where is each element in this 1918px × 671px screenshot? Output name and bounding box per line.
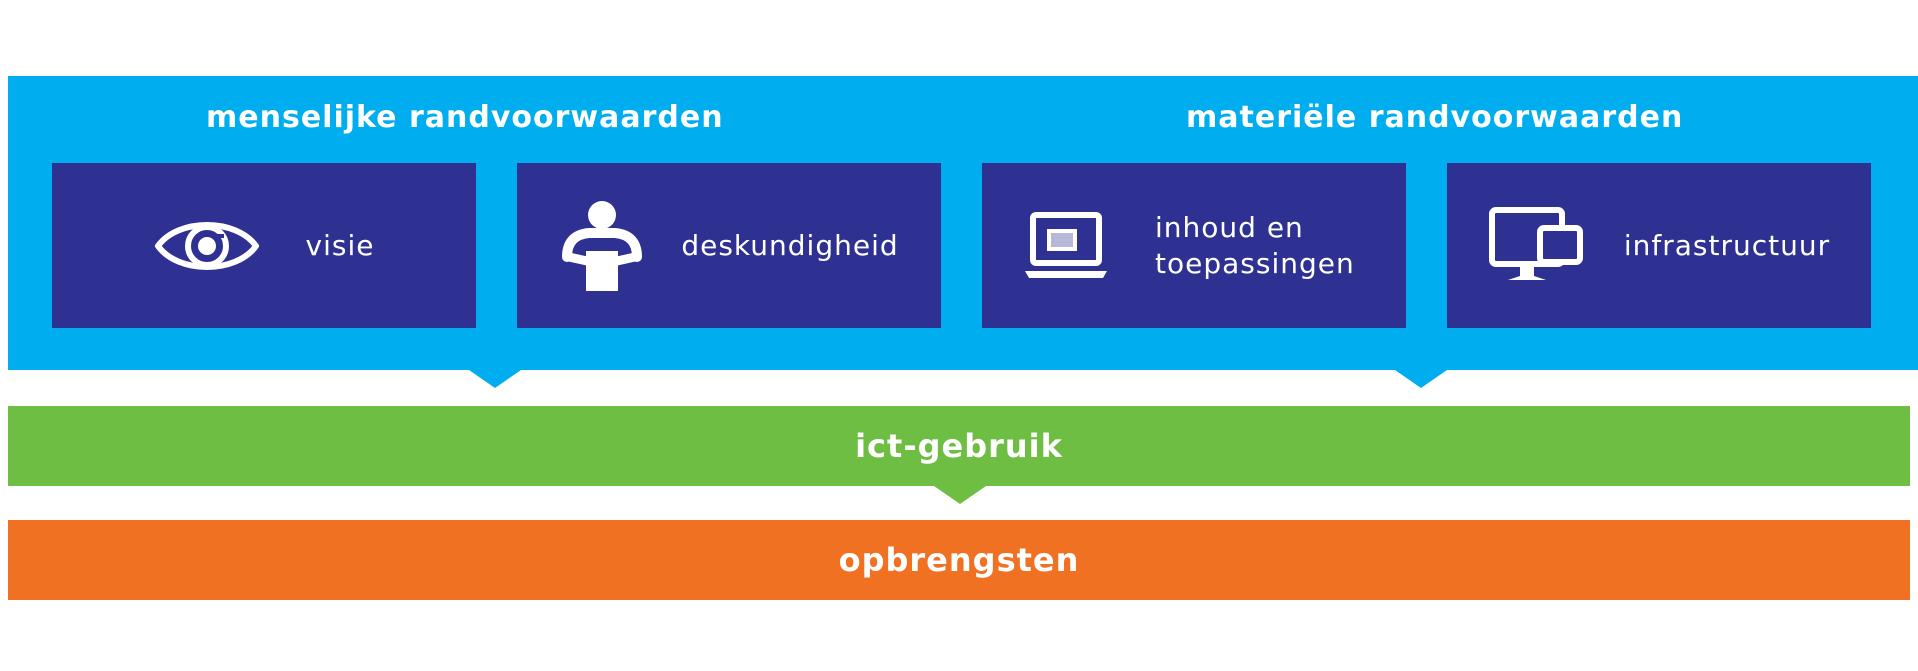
tile-label-inhoud-en-toepassingen: inhoud en toepassingen — [1155, 210, 1355, 280]
tile-infrastructuur: infrastructuur — [1447, 163, 1871, 328]
tile-label-infrastructuur: infrastructuur — [1623, 228, 1831, 262]
laptop-icon — [1023, 211, 1109, 281]
conditions-arrow-right — [1395, 370, 1447, 388]
usage-label: ict-gebruik — [855, 427, 1063, 465]
person-reading-icon — [559, 199, 645, 293]
outcomes-label: opbrengsten — [838, 541, 1080, 579]
eye-icon — [154, 214, 260, 278]
material-conditions-heading: materiële randvoorwaarden — [1186, 100, 1684, 135]
tile-label-visie: visie — [305, 228, 375, 262]
human-conditions-heading: menselijke randvoorwaarden — [206, 100, 724, 135]
conditions-arrow-left — [469, 370, 521, 388]
usage-band: ict-gebruik — [8, 406, 1910, 486]
tile-label-deskundigheid: deskundigheid — [681, 228, 899, 262]
devices-icon — [1488, 206, 1584, 286]
tile-inhoud-en-toepassingen: inhoud en toepassingen — [982, 163, 1406, 328]
outcomes-band: opbrengsten — [8, 520, 1910, 600]
usage-arrow — [934, 486, 986, 504]
tile-deskundigheid: deskundigheid — [517, 163, 941, 328]
tile-visie: visie — [52, 163, 476, 328]
